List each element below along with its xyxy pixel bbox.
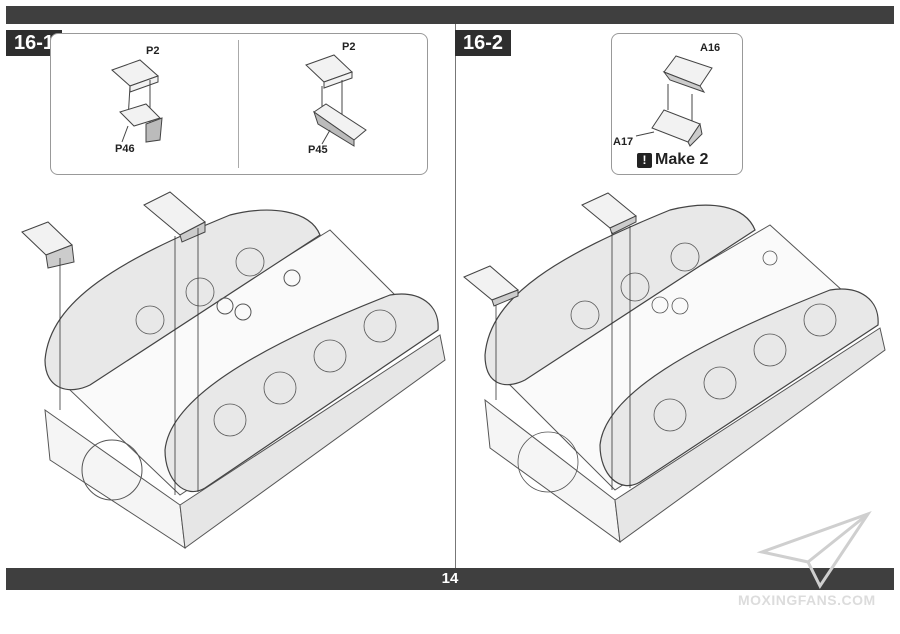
page-number: 14 [441, 570, 459, 587]
part-label-a17: A17 [613, 136, 634, 148]
top-bar [6, 6, 894, 24]
make-note-text: Make 2 [655, 151, 709, 168]
warning-icon: ! [637, 152, 652, 168]
page-divider [455, 24, 456, 568]
bottom-bar [6, 568, 894, 590]
watermark-text: MOXINGFANS.COM [738, 592, 876, 608]
make-note: ! Make 2 [637, 151, 708, 169]
inset-divider [238, 40, 239, 168]
paper-plane-logo-icon [756, 511, 872, 589]
inset-16-1 [50, 33, 428, 175]
step-label-16-2: 16-2 [455, 30, 512, 56]
part-label-p2-right: P2 [342, 41, 356, 53]
part-label-p45: P45 [308, 144, 328, 156]
part-label-p2-left: P2 [146, 45, 160, 57]
part-label-a16: A16 [700, 42, 721, 54]
part-label-p46: P46 [115, 143, 135, 155]
